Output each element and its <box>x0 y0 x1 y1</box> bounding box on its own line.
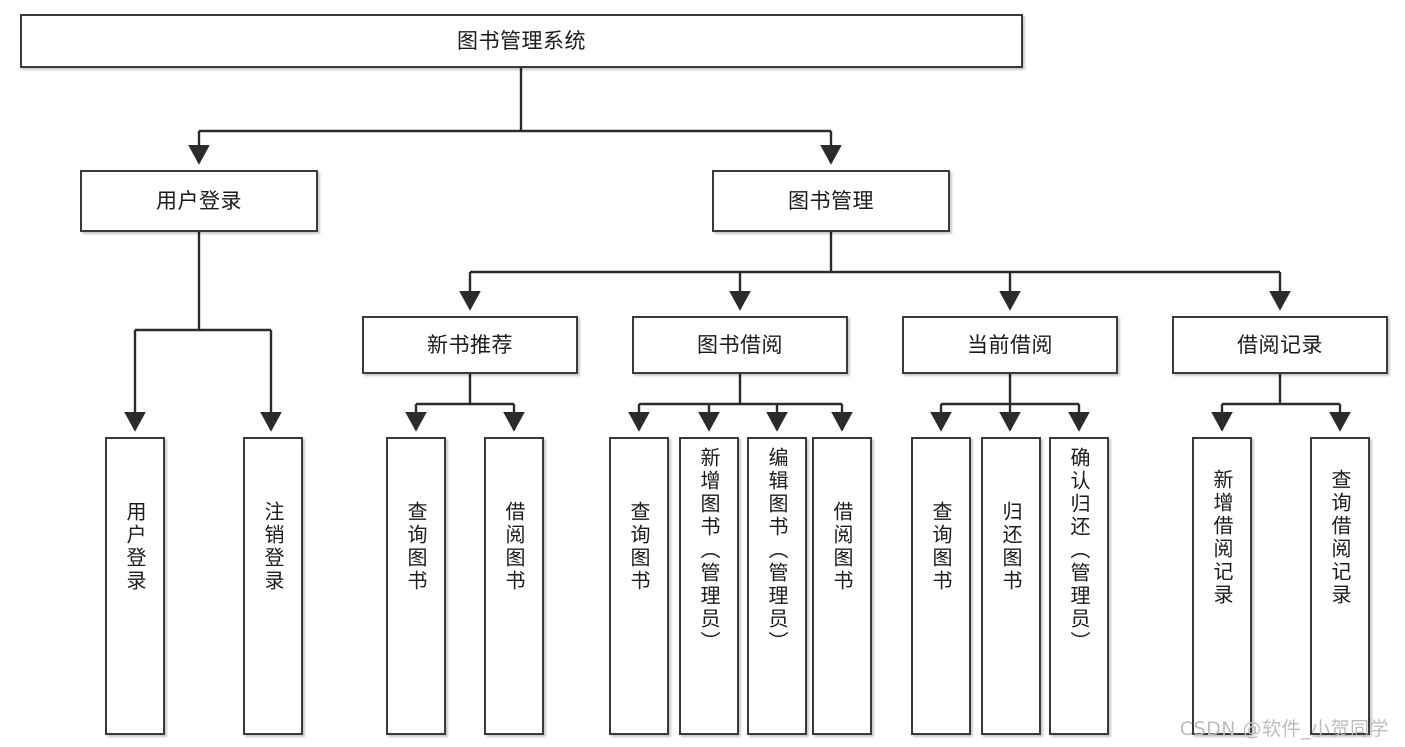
node-leaf-query-book-3[interactable]: 查询图书 <box>911 437 971 735</box>
node-leaf-borrow-book-1[interactable]: 借阅图书 <box>484 437 544 735</box>
node-leaf-confirm-return-label: 确认归还（管理员） <box>1067 447 1091 654</box>
node-leaf-logout-login-label: 注销登录 <box>261 501 285 593</box>
node-leaf-edit-book-label: 编辑图书（管理员） <box>765 447 789 654</box>
node-leaf-query-book-1[interactable]: 查询图书 <box>386 437 446 735</box>
node-leaf-borrow-book-1-label: 借阅图书 <box>502 501 526 593</box>
node-leaf-add-book-label: 新增图书（管理员） <box>697 447 721 654</box>
node-leaf-borrow-book-2-label: 借阅图书 <box>830 501 854 593</box>
node-book-borrow[interactable]: 图书借阅 <box>632 316 848 374</box>
node-leaf-user-login[interactable]: 用户登录 <box>105 437 165 735</box>
node-leaf-query-record-label: 查询借阅记录 <box>1328 469 1352 607</box>
node-leaf-return-book-label: 归还图书 <box>999 501 1023 593</box>
node-book-borrow-label: 图书借阅 <box>697 332 783 357</box>
node-leaf-query-record[interactable]: 查询借阅记录 <box>1310 437 1370 735</box>
node-leaf-edit-book[interactable]: 编辑图书（管理员） <box>747 437 807 735</box>
node-leaf-add-book[interactable]: 新增图书（管理员） <box>679 437 739 735</box>
node-borrow-record[interactable]: 借阅记录 <box>1172 316 1388 374</box>
node-leaf-query-book-1-label: 查询图书 <box>404 501 428 593</box>
node-current-borrow[interactable]: 当前借阅 <box>902 316 1118 374</box>
node-user-login-label: 用户登录 <box>156 188 242 213</box>
node-user-login[interactable]: 用户登录 <box>80 170 318 232</box>
node-leaf-add-record-label: 新增借阅记录 <box>1210 469 1234 607</box>
node-leaf-query-book-3-label: 查询图书 <box>929 501 953 593</box>
node-leaf-borrow-book-2[interactable]: 借阅图书 <box>812 437 872 735</box>
node-root[interactable]: 图书管理系统 <box>20 14 1023 68</box>
node-leaf-query-book-2[interactable]: 查询图书 <box>609 437 669 735</box>
node-new-book-recommend[interactable]: 新书推荐 <box>362 316 578 374</box>
node-borrow-record-label: 借阅记录 <box>1237 332 1323 357</box>
node-leaf-logout-login[interactable]: 注销登录 <box>243 437 303 735</box>
node-book-management[interactable]: 图书管理 <box>712 170 950 232</box>
node-leaf-user-login-label: 用户登录 <box>123 501 147 593</box>
node-root-label: 图书管理系统 <box>457 28 586 53</box>
node-leaf-return-book[interactable]: 归还图书 <box>981 437 1041 735</box>
node-new-book-recommend-label: 新书推荐 <box>427 332 513 357</box>
watermark: CSDN @软件_小贺同学 <box>1179 718 1389 740</box>
node-leaf-query-book-2-label: 查询图书 <box>627 501 651 593</box>
node-book-management-label: 图书管理 <box>788 188 874 213</box>
node-current-borrow-label: 当前借阅 <box>967 332 1053 357</box>
node-leaf-add-record[interactable]: 新增借阅记录 <box>1192 437 1252 735</box>
node-leaf-confirm-return[interactable]: 确认归还（管理员） <box>1049 437 1109 735</box>
